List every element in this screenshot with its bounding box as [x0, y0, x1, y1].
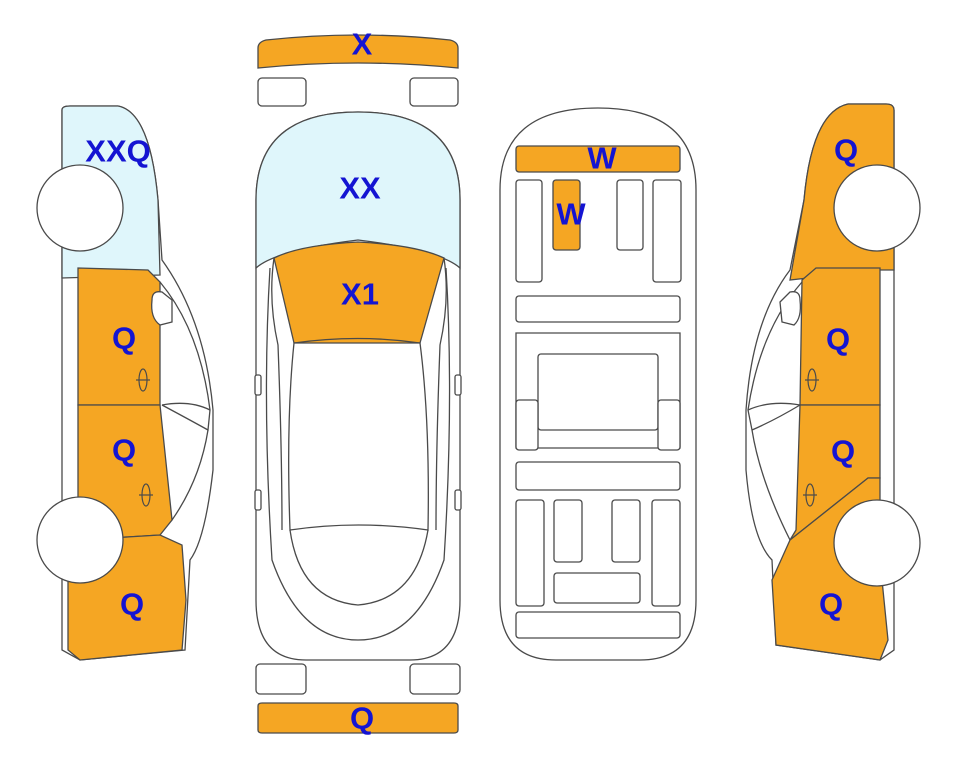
rear-right-taillight	[409, 663, 461, 695]
right-front-wheel	[833, 164, 921, 252]
left-rear-quarter-label: Q	[120, 587, 144, 622]
underside-rear-box	[553, 572, 641, 604]
roof-panel-label: W	[556, 197, 586, 232]
front-bumper-label: X	[352, 27, 373, 62]
right-mirror	[779, 291, 802, 326]
left-front-door-handle-icon	[136, 368, 150, 392]
underside-rear-panel	[515, 611, 681, 639]
underside-rear-rail-right	[651, 499, 681, 607]
underside-view	[499, 107, 697, 661]
rear-bumper-panel[interactable]	[257, 702, 459, 734]
top-view	[254, 34, 462, 734]
underside-rail-right	[652, 179, 682, 283]
underside-rear-rail	[611, 499, 641, 563]
top-right-handle	[454, 489, 462, 511]
right-side-view	[745, 103, 921, 661]
rear-bumper-label: Q	[350, 701, 374, 736]
underside-crossmember-rear	[515, 461, 681, 491]
top-body-line	[265, 267, 451, 641]
left-front-wheel	[36, 164, 124, 252]
underside-rail	[616, 179, 644, 251]
right-rear-door-handle-icon	[803, 483, 817, 507]
underside-outline	[499, 107, 697, 661]
top-left-mirror	[254, 374, 262, 396]
rear-left-taillight	[255, 663, 307, 695]
right-rear-door-label: Q	[831, 434, 855, 469]
roof-front-panel[interactable]	[515, 145, 681, 173]
right-front-door-handle-icon	[805, 368, 819, 392]
hood-label: X1	[341, 277, 379, 312]
left-rear-door-label: Q	[112, 433, 136, 468]
left-front-door-label: Q	[112, 321, 136, 356]
right-front-door-label: Q	[826, 322, 850, 357]
top-right-pillar	[435, 257, 447, 531]
windshield-label: XX	[339, 171, 381, 206]
front-left-headlight	[257, 77, 307, 107]
underside-center-panel	[537, 353, 659, 431]
underside-crossmember	[515, 295, 681, 323]
top-right-mirror	[454, 374, 462, 396]
left-window-line	[161, 402, 211, 411]
roof-front-label: W	[587, 141, 617, 176]
top-left-pillar	[271, 257, 283, 531]
right-rear-quarter-label: Q	[819, 587, 843, 622]
front-right-headlight	[409, 77, 459, 107]
underside-rear-rail-left	[515, 499, 545, 607]
left-front-door-panel[interactable]	[77, 267, 161, 406]
top-rear-window-line	[289, 529, 429, 606]
hood-panel[interactable]	[273, 241, 445, 344]
top-left-handle	[254, 489, 262, 511]
front-bumper-panel[interactable]	[257, 34, 459, 69]
right-window-line	[751, 429, 791, 541]
left-window-line	[159, 281, 211, 432]
left-side-view	[36, 105, 214, 661]
left-window-line	[171, 429, 209, 521]
underside-rear-rail	[553, 499, 583, 563]
damage-labels: X XX X1 Q W W XXQ Q Q Q Q Q Q Q	[85, 27, 858, 736]
left-rear-door-handle-icon	[139, 483, 153, 507]
right-front-fender-label: Q	[834, 133, 858, 168]
left-front-glass-label: XXQ	[85, 134, 150, 169]
right-front-door-panel[interactable]	[799, 267, 881, 406]
underside-rail-left	[515, 179, 543, 283]
left-rear-wheel	[36, 496, 124, 584]
right-rear-wheel	[833, 499, 921, 587]
underside-left-step	[515, 399, 539, 451]
right-window-line	[747, 402, 801, 411]
left-mirror	[151, 291, 173, 326]
roof-panel[interactable]	[552, 179, 581, 251]
top-cabin-line	[288, 337, 429, 531]
underside-right-step	[657, 399, 681, 451]
